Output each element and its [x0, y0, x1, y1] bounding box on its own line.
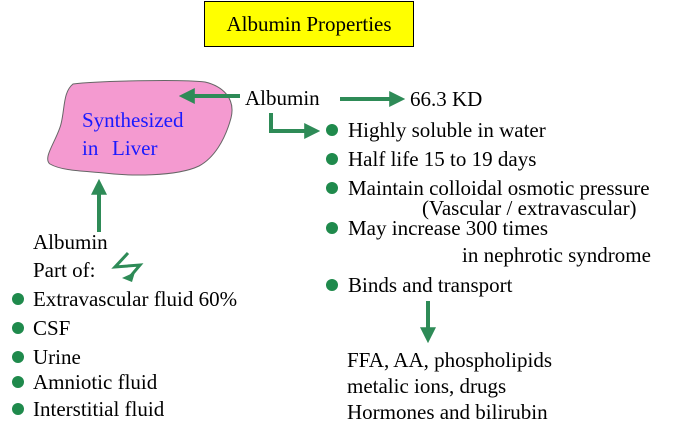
- part-of-bullet: [12, 403, 24, 415]
- liver-shape: [47, 80, 233, 176]
- property-bullet: [326, 182, 338, 194]
- title-box: Albumin Properties: [204, 1, 414, 47]
- property-item-continuation: in nephrotic syndrome: [462, 243, 651, 267]
- part-of-bullet: [12, 293, 24, 305]
- zigzag-arrow-head: [122, 272, 135, 282]
- liver-text-in: in: [82, 136, 99, 160]
- property-bullet: [326, 279, 338, 291]
- part-of-item: CSF: [33, 316, 71, 340]
- property-bullet: [326, 222, 338, 234]
- transported-line: metalic ions, drugs: [347, 374, 507, 398]
- transported-line: Hormones and bilirubin: [347, 400, 548, 424]
- page-title: Albumin Properties: [226, 11, 392, 36]
- molecular-weight: 66.3 KD: [410, 87, 483, 111]
- part-of-item: Urine: [33, 345, 81, 369]
- property-item: Binds and transport: [348, 273, 513, 297]
- part-of-item: Amniotic fluid: [33, 370, 158, 394]
- part-of-bullet: [12, 322, 24, 334]
- property-bullet: [326, 124, 338, 136]
- zigzag-arrow: [111, 251, 144, 279]
- part-of-bullet: [12, 376, 24, 388]
- liver-text-line1: Synthesized: [82, 108, 184, 132]
- albumin-center-label: Albumin: [245, 86, 320, 110]
- part-of-item: Extravascular fluid 60%: [33, 287, 238, 311]
- property-item: Half life 15 to 19 days: [348, 147, 537, 171]
- part-of-albumin-label: Albumin: [33, 230, 108, 254]
- property-item: May increase 300 times: [348, 216, 549, 240]
- part-of-label: Part of:: [33, 258, 96, 282]
- part-of-item: Interstitial fluid: [33, 397, 165, 421]
- property-bullet: [326, 153, 338, 165]
- transported-line: FFA, AA, phospholipids: [347, 348, 552, 372]
- property-item: Highly soluble in water: [348, 118, 546, 142]
- property-item: Maintain colloidal osmotic pressure: [348, 176, 650, 200]
- property-item-continuation: (Vascular / extravascular): [422, 196, 637, 220]
- part-of-bullet: [12, 351, 24, 363]
- arrow-to-properties: [269, 113, 321, 139]
- liver-text-liver: Liver: [112, 136, 158, 160]
